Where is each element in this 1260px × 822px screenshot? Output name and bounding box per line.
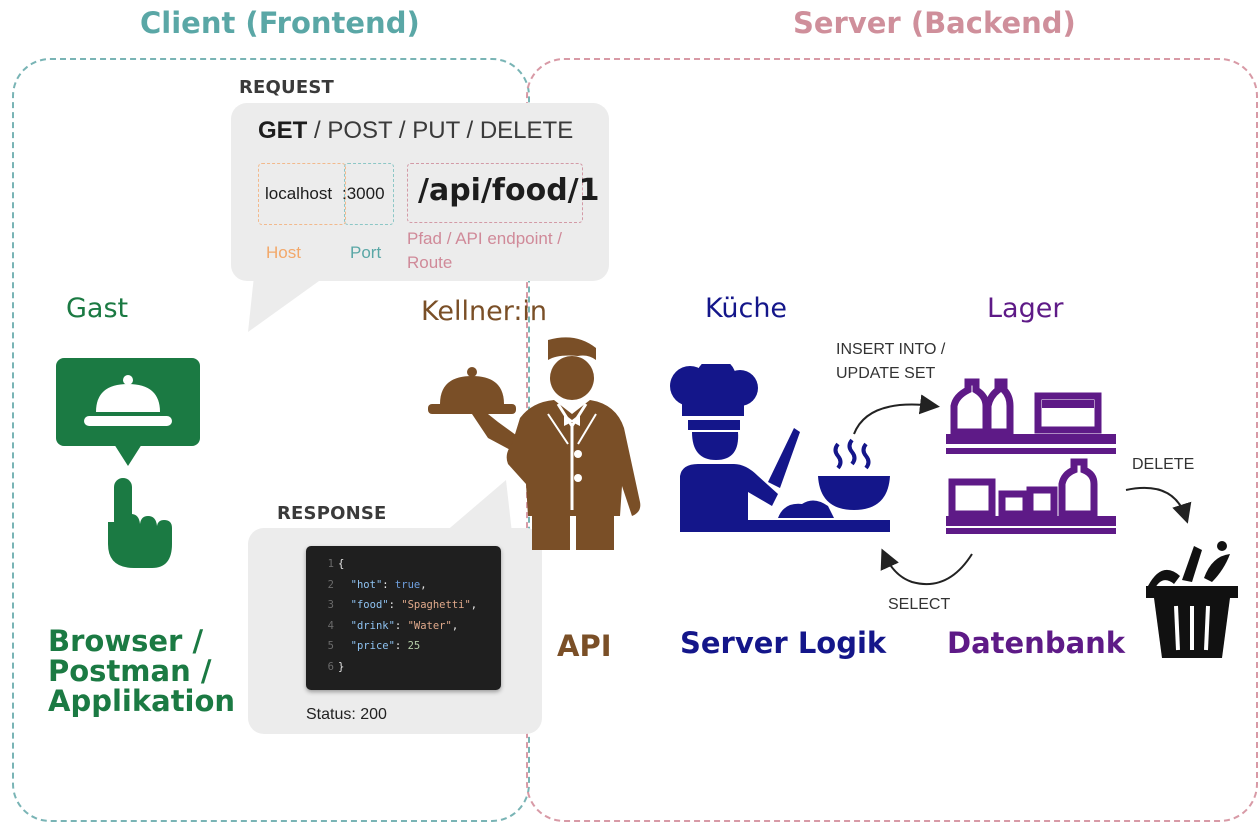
json-value: "Water" (407, 619, 452, 632)
path-label-line2: Route (407, 253, 453, 272)
method-get: GET (258, 117, 308, 144)
host-label: Host (266, 243, 301, 262)
host-value: localhost (265, 184, 333, 203)
response-json-code: 1{2 "hot": true,3 "food": "Spaghetti",4 … (306, 546, 501, 690)
line-number: 6 (327, 660, 334, 673)
json-key: "price" (350, 640, 395, 652)
code-brace: { (338, 558, 345, 570)
port-label: Port (350, 243, 382, 262)
request-caption: REQUEST (239, 77, 335, 98)
code-line: 3 "food": "Spaghetti", (306, 599, 477, 611)
json-value: "Spaghetti" (401, 599, 471, 611)
client-role-line2: Postman / (48, 654, 212, 688)
code-line: 4 "drink": "Water", (306, 619, 459, 632)
chef-icon (670, 364, 890, 532)
actor-kellner: Kellner:in (421, 296, 548, 327)
insert-arrow-icon (853, 394, 940, 435)
code-line: 1{ (306, 558, 345, 570)
line-number: 2 (327, 578, 334, 591)
response-bubble-tail (444, 480, 512, 533)
json-key: "drink" (350, 619, 395, 632)
database-role: Datenbank (947, 626, 1126, 660)
actor-gast: Gast (66, 293, 129, 324)
api-role: API (557, 629, 612, 663)
line-number: 4 (327, 619, 334, 632)
trash-bin-icon (1146, 541, 1238, 658)
shelf-icon (946, 378, 1116, 534)
server-backend-title: Server (Backend) (793, 6, 1076, 40)
status-code: Status: 200 (306, 706, 387, 723)
waiter-icon (428, 337, 641, 550)
insert-label-line2: UPDATE SET (836, 365, 936, 382)
delete-label: DELETE (1132, 456, 1195, 473)
actor-lager: Lager (987, 293, 1064, 324)
code-line: 5 "price": 25 (306, 640, 421, 652)
request-bubble (231, 103, 609, 281)
bell-speech-icon (56, 358, 200, 466)
select-label: SELECT (888, 596, 951, 613)
delete-arrow-icon (1125, 486, 1192, 524)
port-box (344, 163, 394, 225)
http-methods: GET / POST / PUT / DELETE (258, 117, 573, 145)
path-box (407, 163, 583, 223)
code-line: 2 "hot": true, (306, 579, 427, 591)
line-number: 5 (327, 640, 334, 652)
request-bubble-tail (248, 276, 326, 332)
client-role-line3: Applikation (48, 684, 236, 718)
client-frontend-title: Client (Frontend) (140, 6, 420, 40)
pointing-hand-icon (108, 478, 172, 568)
code-brace: } (338, 660, 345, 673)
host-box (258, 163, 346, 225)
select-arrow-icon (880, 548, 973, 586)
server-logic-role: Server Logik (680, 626, 887, 660)
client-role-line1: Browser / (48, 624, 204, 658)
api-path: /api/food/1 (418, 173, 600, 208)
json-value: 25 (407, 640, 421, 652)
json-value: true (394, 578, 421, 591)
json-key: "food" (350, 599, 389, 611)
client-role: Browser / Postman / Applikation (48, 626, 235, 716)
path-label-line1: Pfad / API endpoint / (407, 229, 563, 248)
line-number: 1 (327, 558, 334, 570)
port-value: :3000 (342, 184, 385, 203)
code-line: 6} (306, 660, 345, 673)
response-caption: RESPONSE (277, 503, 387, 524)
method-others: / POST / PUT / DELETE (307, 117, 574, 144)
insert-update-label: INSERT INTO / UPDATE SET (836, 338, 945, 386)
actor-kueche: Küche (705, 293, 788, 324)
insert-label-line1: INSERT INTO / (836, 341, 946, 358)
json-key: "hot" (350, 578, 383, 591)
line-number: 3 (327, 599, 334, 611)
